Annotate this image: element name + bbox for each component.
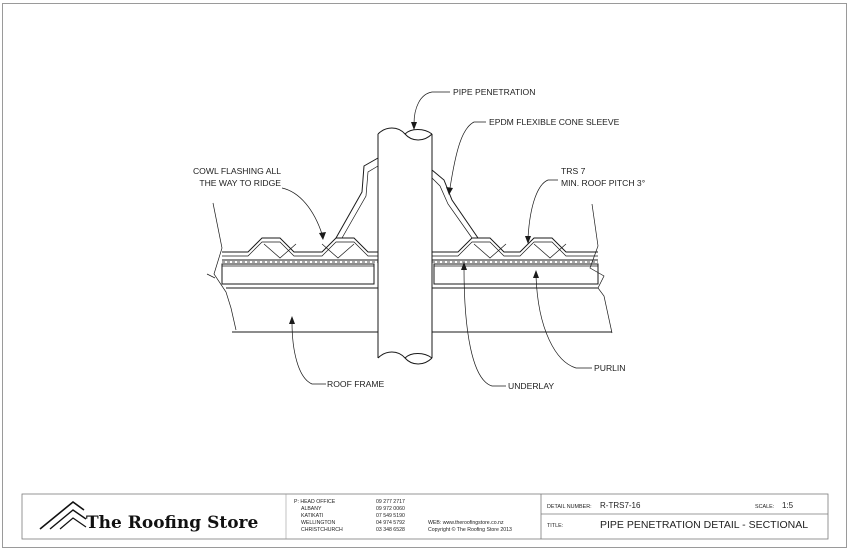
- office-phone: 09 277 2717: [376, 499, 405, 505]
- purlin-left: [221, 263, 375, 285]
- pipe: [377, 127, 433, 365]
- roof-frame: [226, 287, 612, 333]
- drawing-title: PIPE PENETRATION DETAIL - SECTIONAL: [600, 519, 808, 531]
- office-name: ALBANY: [301, 506, 322, 512]
- label-trs7-line2: MIN. ROOF PITCH 3°: [561, 178, 645, 188]
- office-phone: 09 972 0060: [376, 506, 405, 512]
- office-phone: 07 549 5190: [376, 513, 405, 519]
- office-name: KATIKATI: [301, 513, 323, 519]
- office-phone: 03 348 6528: [376, 527, 405, 533]
- roofing-sheet-right: [432, 237, 598, 263]
- office-name: CHRISTCHURCH: [301, 527, 343, 533]
- leaders: [281, 91, 592, 387]
- label-cowl-flashing-line1: COWL FLASHING ALL: [193, 166, 281, 176]
- office-name: WELLINGTON: [301, 520, 335, 526]
- label-epdm-sleeve: EPDM FLEXIBLE CONE SLEEVE: [489, 117, 620, 127]
- left-break-line: [212, 202, 237, 331]
- copyright: Copyright © The Roofing Store 2013: [428, 526, 512, 533]
- detail-number-label: DETAIL NUMBER:: [547, 504, 592, 510]
- label-purlin: PURLIN: [594, 363, 626, 373]
- office-phone: 04 974 5792: [376, 520, 405, 526]
- title-label: TITLE:: [547, 523, 563, 529]
- label-roof-frame: ROOF FRAME: [327, 379, 385, 389]
- label-underlay: UNDERLAY: [508, 381, 554, 391]
- roof-logo-icon: [39, 500, 87, 530]
- label-trs7-line1: TRS 7: [561, 166, 586, 176]
- office-list: P: HEAD OFFICE 09 277 2717 ALBANY 09 972…: [294, 499, 405, 533]
- scale-label: SCALE:: [755, 504, 774, 510]
- epdm-cone-sleeve: [335, 157, 479, 239]
- office-name: P: HEAD OFFICE: [294, 499, 336, 505]
- label-pipe-penetration: PIPE PENETRATION: [453, 87, 535, 97]
- sheet-border: [2, 3, 847, 548]
- brand-name: The Roofing Store: [86, 513, 259, 533]
- label-cowl-flashing-line2: THE WAY TO RIDGE: [199, 178, 281, 188]
- right-break-line: [589, 203, 613, 334]
- website: WEB: www.theroofingstore.co.nz: [428, 520, 504, 526]
- purlin-right: [433, 263, 599, 285]
- company-logo: The Roofing Store: [39, 500, 259, 533]
- title-block: The Roofing Store P: HEAD OFFICE 09 277 …: [21, 493, 829, 540]
- roofing-sheet-left: [222, 237, 378, 263]
- section-drawing: PIPE PENETRATION EPDM FLEXIBLE CONE SLEE…: [193, 87, 645, 391]
- detail-number: R-TRS7-16: [600, 501, 641, 510]
- scale-value: 1:5: [782, 501, 794, 510]
